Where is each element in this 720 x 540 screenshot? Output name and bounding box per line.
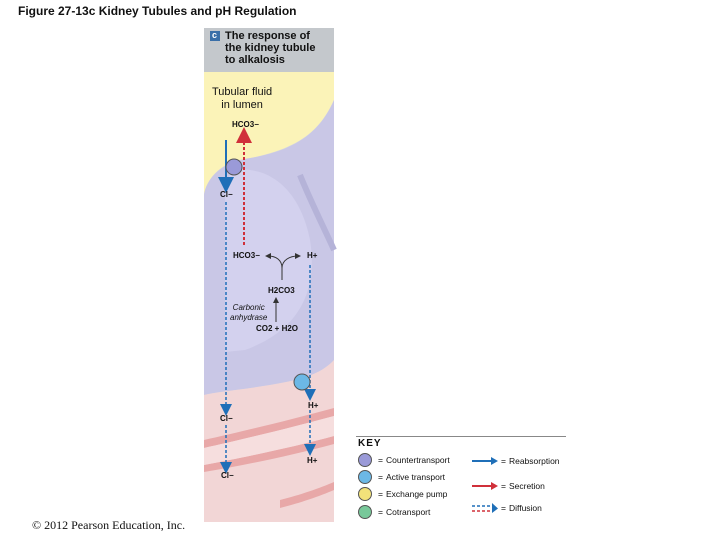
lumen-label-line-1: Tubular fluid	[212, 86, 273, 98]
key-dash: =	[378, 472, 383, 482]
cotransport-icon	[358, 505, 372, 519]
h-bottom2-label: H+	[307, 456, 318, 465]
cl-bottom1-label: Cl−	[220, 414, 233, 423]
key-countertransport-label: Countertransport	[385, 455, 450, 465]
cell-inner	[225, 169, 312, 352]
caption-box	[204, 28, 334, 72]
cell-membrane	[297, 173, 337, 252]
capillary-lumen	[204, 416, 334, 465]
h2co3-label: H2CO3	[268, 286, 295, 295]
enzyme-label: Carbonic anhydrase	[230, 303, 267, 323]
key-dash: =	[378, 455, 383, 465]
tubular-lumen	[204, 72, 334, 195]
key-cotransport-label: Cotransport	[385, 507, 431, 517]
countertransport-carrier	[225, 158, 243, 176]
caption-line-3: to alkalosis	[225, 54, 285, 66]
panel-caption: The response of the kidney tubule to alk…	[225, 30, 315, 66]
capillary-wall-bottom	[204, 436, 334, 472]
active-transport-carrier	[293, 373, 311, 391]
key-cotransport: = Cotransport	[358, 505, 430, 519]
key-exchange-pump: = Exchange pump	[358, 487, 447, 501]
key-active-transport: = Active transport	[358, 470, 445, 484]
cl-bottom2-label: Cl−	[221, 471, 234, 480]
countertransport-icon	[358, 453, 372, 467]
enzyme-line-2: anhydrase	[230, 313, 268, 322]
capillary-wall-lower	[280, 482, 334, 508]
hco3-mid-label: HCO3−	[233, 251, 260, 260]
key-dash: =	[501, 481, 506, 491]
key-dash: =	[501, 456, 506, 466]
key-countertransport: = Countertransport	[358, 453, 450, 467]
lumen-label: Tubular fluid in lumen	[212, 86, 272, 112]
key-secretion-label: Secretion	[508, 481, 545, 491]
caption-line-2: the kidney tubule	[225, 42, 316, 54]
panel-letter-icon	[210, 31, 220, 41]
caption-line-1: The response of	[225, 30, 310, 42]
key-reabsorption-label: Reabsorption	[508, 456, 560, 466]
h-bottom1-label: H+	[308, 401, 319, 410]
active-transport-icon	[358, 470, 372, 484]
secretion-arrow-icon	[472, 482, 498, 490]
key-diffusion: = Diffusion	[472, 503, 542, 513]
cl-top-label: Cl−	[220, 190, 233, 199]
key-reabsorption: = Reabsorption	[472, 456, 560, 466]
co2-h2o-label: CO2 + H2O	[256, 324, 299, 333]
key-dash: =	[501, 503, 506, 513]
dissociation-arrow-h	[281, 253, 301, 269]
reabsorption-arrow-icon	[472, 457, 498, 465]
figure-title: Figure 27-13c Kidney Tubules and pH Regu…	[18, 4, 297, 18]
diffusion-arrow-icon	[472, 503, 498, 513]
capillary-wall-top	[204, 408, 334, 448]
lumen-label-line-2: in lumen	[221, 99, 263, 111]
key-active-transport-label: Active transport	[385, 472, 446, 482]
key-dash: =	[378, 489, 383, 499]
panel-letter: c	[212, 30, 218, 40]
key-divider	[356, 436, 566, 437]
key-title: KEY	[358, 438, 382, 449]
key-dash: =	[378, 507, 383, 517]
key-diffusion-label: Diffusion	[508, 503, 542, 513]
h-mid-label: H+	[307, 251, 318, 260]
key-secretion: = Secretion	[472, 481, 545, 491]
key-exchange-pump-label: Exchange pump	[385, 489, 448, 499]
copyright-notice: © 2012 Pearson Education, Inc.	[32, 518, 186, 532]
exchange-pump-icon	[358, 487, 372, 501]
hco3-top-label: HCO3−	[232, 120, 259, 129]
enzyme-line-1: Carbonic	[232, 303, 265, 312]
